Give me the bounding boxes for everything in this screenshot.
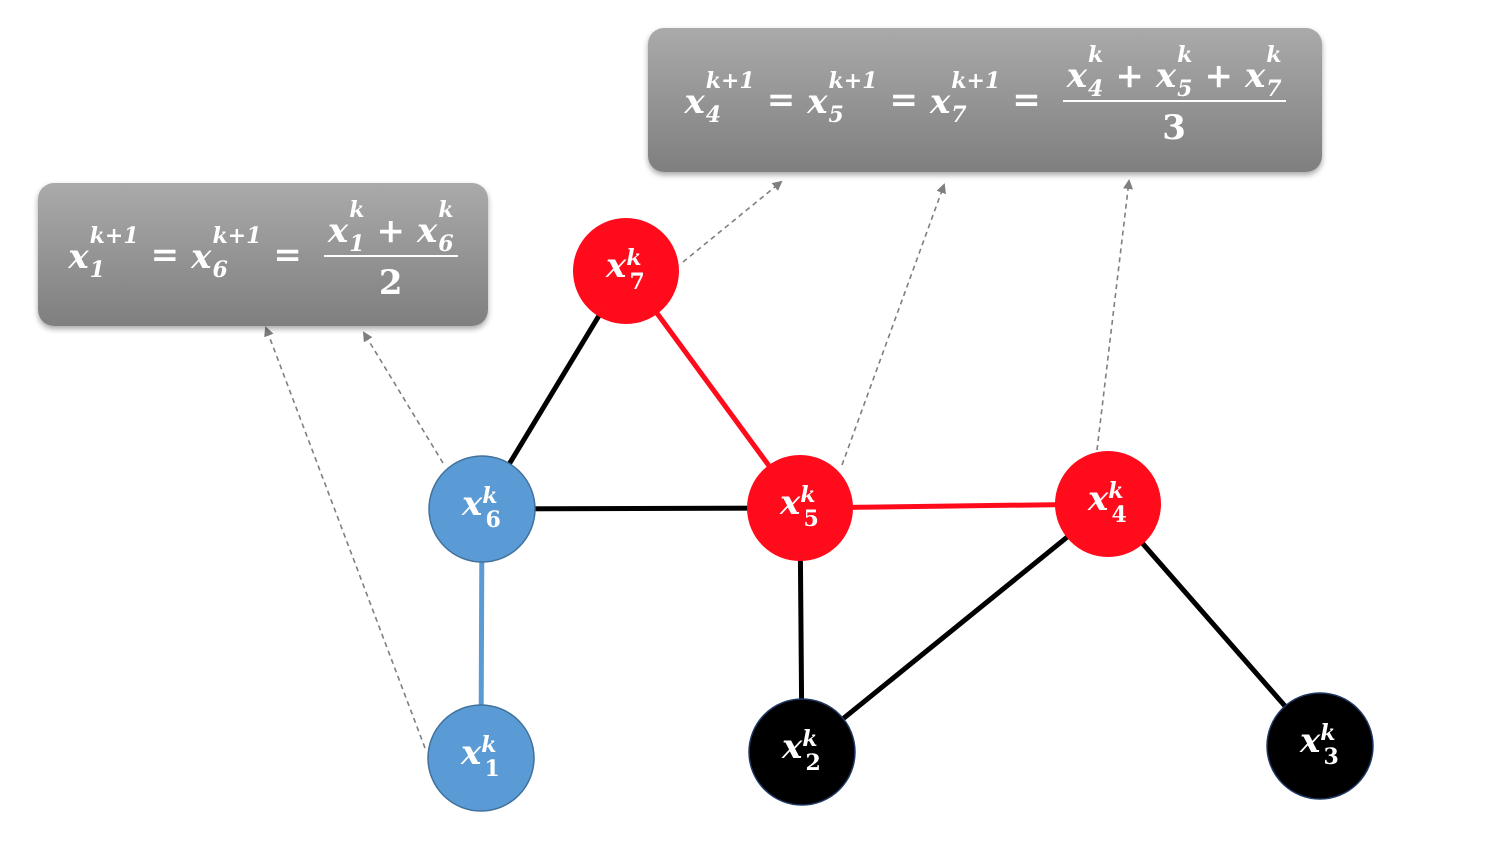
fraction-denominator: 2 (378, 262, 403, 303)
fraction-denominator: 3 (1162, 108, 1186, 148)
formula-box-top: x k+1 4 = x k+1 5 = x k+1 7 = x k 4 (648, 28, 1322, 172)
arrow-node-5-to-top-box (841, 183, 946, 466)
equals-sign: = (273, 234, 302, 275)
equals-sign: = (150, 234, 180, 275)
arrow-node-6-to-left-box (362, 331, 444, 464)
node-circle (748, 698, 856, 806)
lhs-term-2: x k+1 5 (807, 68, 878, 128)
formula-box-left: x k+1 1 = x k+1 6 = x k 1 + x k (38, 183, 488, 326)
edge-4-2 (800, 502, 1110, 754)
equals-sign: = (889, 80, 918, 120)
arrow-node-1-to-left-box (264, 326, 426, 749)
node-circle (1055, 451, 1161, 557)
lhs-term-1: x k+1 1 (68, 222, 139, 283)
node-circle (1266, 692, 1374, 800)
average-fraction: x k 4 + x k 5 + x k 7 (1062, 44, 1286, 148)
arrow-node-4-to-top-box (1096, 179, 1134, 451)
node-circle (747, 455, 853, 561)
arrow-node-7-to-top-box (682, 180, 783, 263)
lhs-term-1: x k+1 4 (684, 68, 755, 128)
fraction-numerator: x k 1 + x k 6 (323, 199, 458, 257)
node-circle (427, 704, 535, 812)
lhs-term-2: x k+1 6 (191, 222, 262, 283)
lhs-term-3: x k+1 7 (929, 68, 1001, 128)
equals-sign: = (1012, 80, 1041, 120)
equals-sign: = (766, 80, 796, 120)
node-circle (573, 218, 679, 324)
average-fraction: x k 1 + x k 6 2 (323, 199, 458, 303)
edges (478, 269, 1322, 759)
update-arrows (264, 179, 1134, 749)
node-circle (428, 455, 536, 563)
fraction-numerator: x k 4 + x k 5 + x k 7 (1062, 44, 1286, 102)
